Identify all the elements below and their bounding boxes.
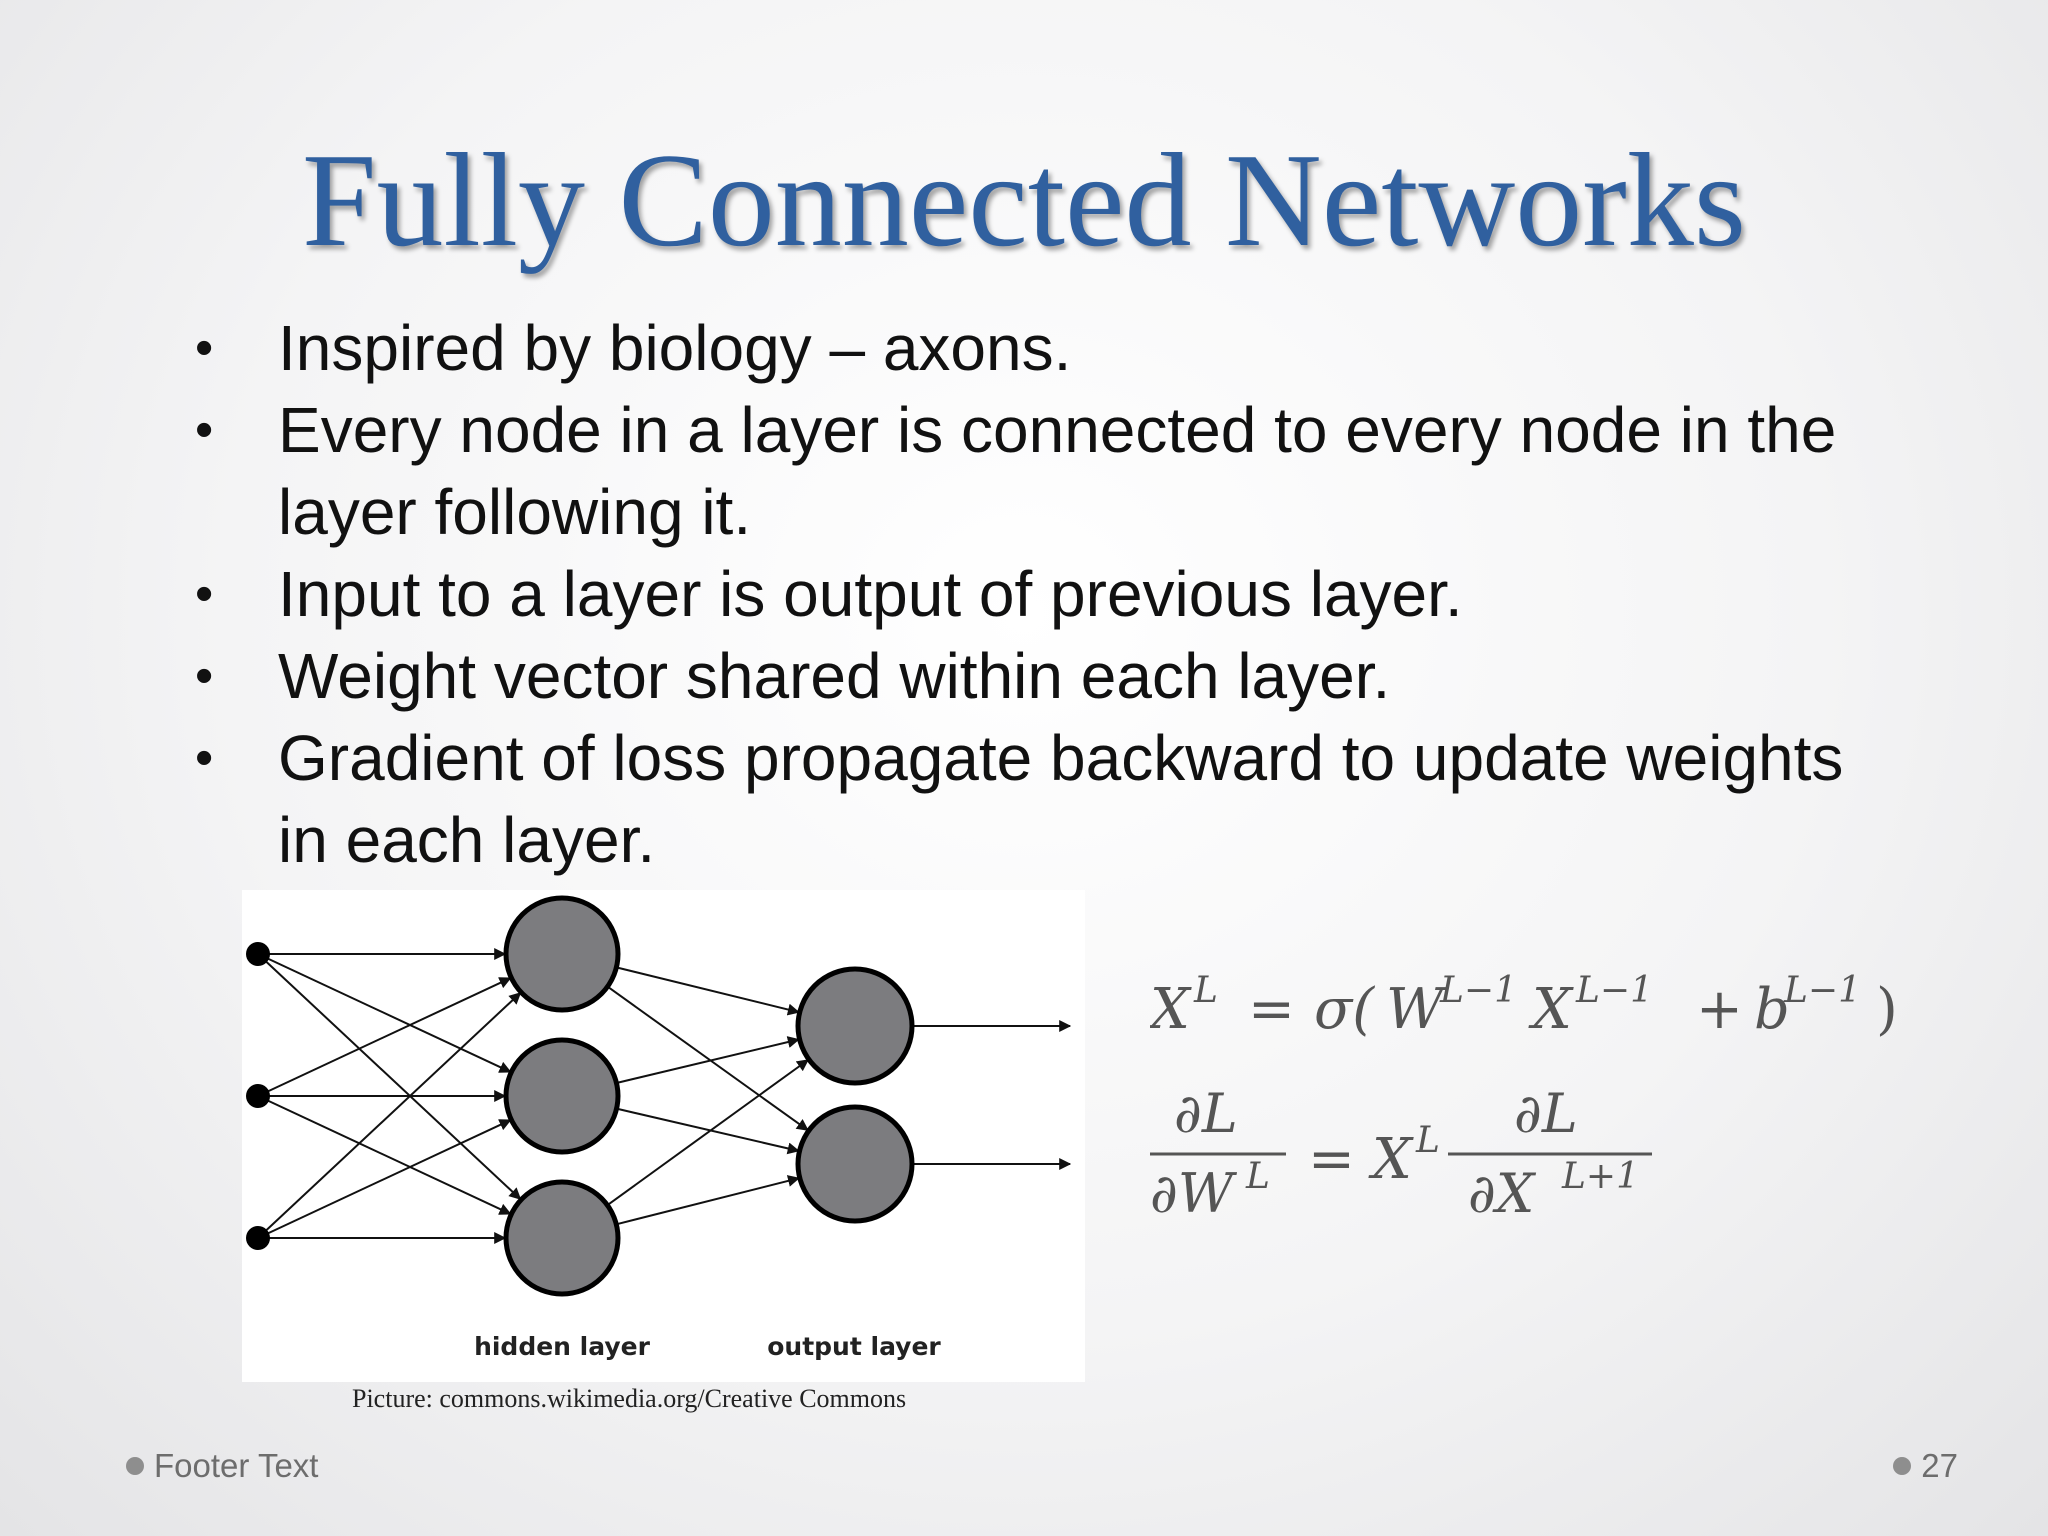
eq2-den2: ∂X	[1468, 1162, 1537, 1225]
eq1-sigma: σ(	[1314, 977, 1375, 1042]
eq1-equals: =	[1248, 977, 1295, 1042]
bullet-item: • Weight vector shared within each layer…	[190, 635, 1890, 717]
hidden-output-connection	[606, 1059, 809, 1206]
bullet-marker: •	[195, 401, 214, 459]
input-hidden-connection	[257, 1095, 512, 1215]
eq1-w: W	[1386, 977, 1448, 1042]
output-layer-label: output layer	[767, 1332, 941, 1361]
eq2-den1-sup: L	[1245, 1156, 1270, 1197]
hidden-output-connection	[616, 1036, 800, 1084]
bullet-marker: •	[195, 565, 214, 623]
equations: X L = σ( W L−1 X L−1 + b L−1 ) ∂L ∂W L =…	[1150, 962, 1910, 1232]
bullet-text: Every node in a layer is connected to ev…	[278, 394, 1837, 548]
hidden-layer-label: hidden layer	[474, 1332, 651, 1361]
eq1-w-sup: L−1	[1439, 970, 1517, 1011]
input-node	[246, 1226, 270, 1250]
hidden-output-connection	[616, 966, 800, 1016]
eq1-close: )	[1876, 977, 1898, 1042]
page-bullet-icon	[1893, 1457, 1912, 1475]
input-node	[246, 942, 270, 966]
image-caption: Picture: commons.wikimedia.org/Creative …	[352, 1384, 907, 1413]
eq2-den2-sup: L+1	[1561, 1156, 1639, 1197]
bullet-text: Gradient of loss propagate backward to u…	[278, 722, 1844, 876]
hidden-node	[503, 1037, 621, 1155]
eq1-lhs-sup: L	[1193, 970, 1218, 1011]
output-node	[795, 966, 915, 1086]
bullet-list: • Inspired by biology – axons. • Every n…	[190, 307, 1890, 881]
hidden-output-connection	[616, 1107, 800, 1155]
network-diagram-svg: hidden layer output layer	[246, 895, 1072, 1361]
eq2-num2: ∂L	[1514, 1082, 1578, 1145]
eq2-equals: =	[1308, 1127, 1355, 1192]
eq2-den1: ∂W	[1150, 1162, 1238, 1225]
input-node	[246, 1084, 270, 1108]
eq1-lhs: X	[1150, 977, 1192, 1042]
eq1-b: b	[1754, 977, 1790, 1042]
bullet-item: • Gradient of loss propagate backward to…	[190, 717, 1890, 881]
bullet-marker: •	[195, 729, 214, 787]
equations-svg: X L = σ( W L−1 X L−1 + b L−1 ) ∂L ∂W L =…	[1150, 970, 1898, 1225]
eq2-x-sup: L	[1415, 1120, 1440, 1161]
input-hidden-connection	[257, 953, 522, 1200]
eq1-x: X	[1528, 977, 1574, 1042]
network-nodes	[246, 895, 915, 1297]
gradient-equation: ∂L ∂W L = X L ∂L ∂X L+1	[1150, 1082, 1652, 1225]
network-diagram: hidden layer output layer	[242, 890, 1085, 1382]
bullet-marker: •	[195, 647, 214, 705]
bullet-text: Weight vector shared within each layer.	[278, 640, 1391, 712]
connection-lines	[257, 948, 1072, 1244]
footer: Footer Text	[126, 1446, 318, 1486]
input-hidden-connection	[257, 992, 522, 1239]
eq1-x-sup: L−1	[1575, 970, 1653, 1011]
page-number: 27	[1921, 1447, 1958, 1484]
eq2-num1: ∂L	[1174, 1082, 1238, 1145]
hidden-output-connection	[606, 985, 809, 1132]
bullet-text: Inspired by biology – axons.	[278, 312, 1072, 384]
footer-bullet-icon	[126, 1457, 144, 1475]
eq2-x: X	[1368, 1127, 1414, 1192]
input-hidden-connection	[257, 1119, 512, 1239]
input-hidden-connection	[257, 953, 512, 1073]
eq1-plus: +	[1696, 977, 1743, 1042]
bullet-text: Input to a layer is output of previous l…	[278, 558, 1463, 630]
slide-title: Fully Connected Networks	[301, 126, 1747, 274]
bullet-item: • Inspired by biology – axons.	[190, 307, 1890, 389]
bullet-item: • Every node in a layer is connected to …	[190, 389, 1890, 553]
footer-text: Footer Text	[154, 1447, 319, 1484]
hidden-node	[503, 1179, 621, 1297]
eq1-b-sup: L−1	[1783, 970, 1861, 1011]
bullet-marker: •	[195, 319, 214, 377]
hidden-node	[503, 895, 621, 1013]
bullet-item: • Input to a layer is output of previous…	[190, 553, 1890, 635]
forward-equation: X L = σ( W L−1 X L−1 + b L−1 )	[1150, 970, 1898, 1042]
output-node	[795, 1104, 915, 1224]
input-hidden-connection	[257, 977, 512, 1097]
page-number-area: 27	[1893, 1446, 1958, 1486]
hidden-output-connection	[616, 1175, 800, 1226]
